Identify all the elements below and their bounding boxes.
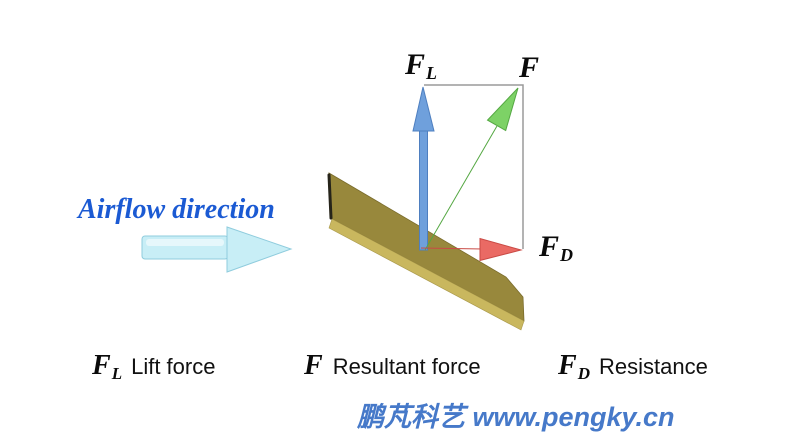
lift-symbol: F bbox=[405, 48, 426, 81]
legend-lift-subscript: L bbox=[111, 364, 123, 383]
airflow-arrow-icon bbox=[141, 226, 293, 273]
resultant-arrow-head bbox=[486, 87, 519, 132]
drag-subscript: D bbox=[560, 245, 574, 265]
legend-drag-text: Resistance bbox=[598, 354, 708, 379]
lift-subscript: L bbox=[426, 63, 438, 83]
drag-arrow-head bbox=[479, 237, 523, 262]
resultant-arrow-shaft bbox=[424, 125, 498, 251]
legend-drag: FD Resistance bbox=[558, 350, 708, 383]
lift-arrow-head bbox=[412, 86, 435, 132]
airflow-direction-label: Airflow direction bbox=[78, 194, 275, 225]
legend-resultant-symbol: F bbox=[304, 350, 323, 381]
blade-end-edge bbox=[327, 173, 333, 220]
legend-lift-text: Lift force bbox=[131, 354, 216, 379]
resultant-force-arrow-icon bbox=[424, 87, 519, 251]
legend-drag-symbol: F bbox=[558, 350, 577, 381]
drag-vector-label: FD bbox=[539, 230, 574, 265]
lift-vector-label: FL bbox=[405, 48, 438, 83]
drag-arrow-shaft bbox=[420, 247, 484, 250]
drag-force-arrow-icon bbox=[420, 237, 523, 262]
watermark-text: 鹏芃科艺 www.pengky.cn bbox=[357, 402, 675, 432]
legend-lift: FL Lift force bbox=[92, 350, 216, 383]
parallelogram-guide-lines bbox=[424, 84, 524, 249]
legend-drag-subscript: D bbox=[577, 364, 590, 383]
legend-lift-symbol: F bbox=[92, 350, 111, 381]
resultant-symbol: F bbox=[519, 51, 540, 84]
drag-symbol: F bbox=[539, 230, 560, 263]
lift-force-arrow-icon bbox=[412, 86, 435, 251]
airflow-arrow-head bbox=[226, 226, 293, 273]
lift-arrow-shaft bbox=[419, 126, 428, 251]
blade-front-edge bbox=[328, 218, 525, 331]
airflow-arrow-highlight bbox=[146, 239, 224, 246]
legend-resultant-text: Resultant force bbox=[332, 354, 481, 379]
legend-resultant: F Resultant force bbox=[304, 352, 481, 380]
resultant-vector-label: F bbox=[519, 53, 539, 83]
